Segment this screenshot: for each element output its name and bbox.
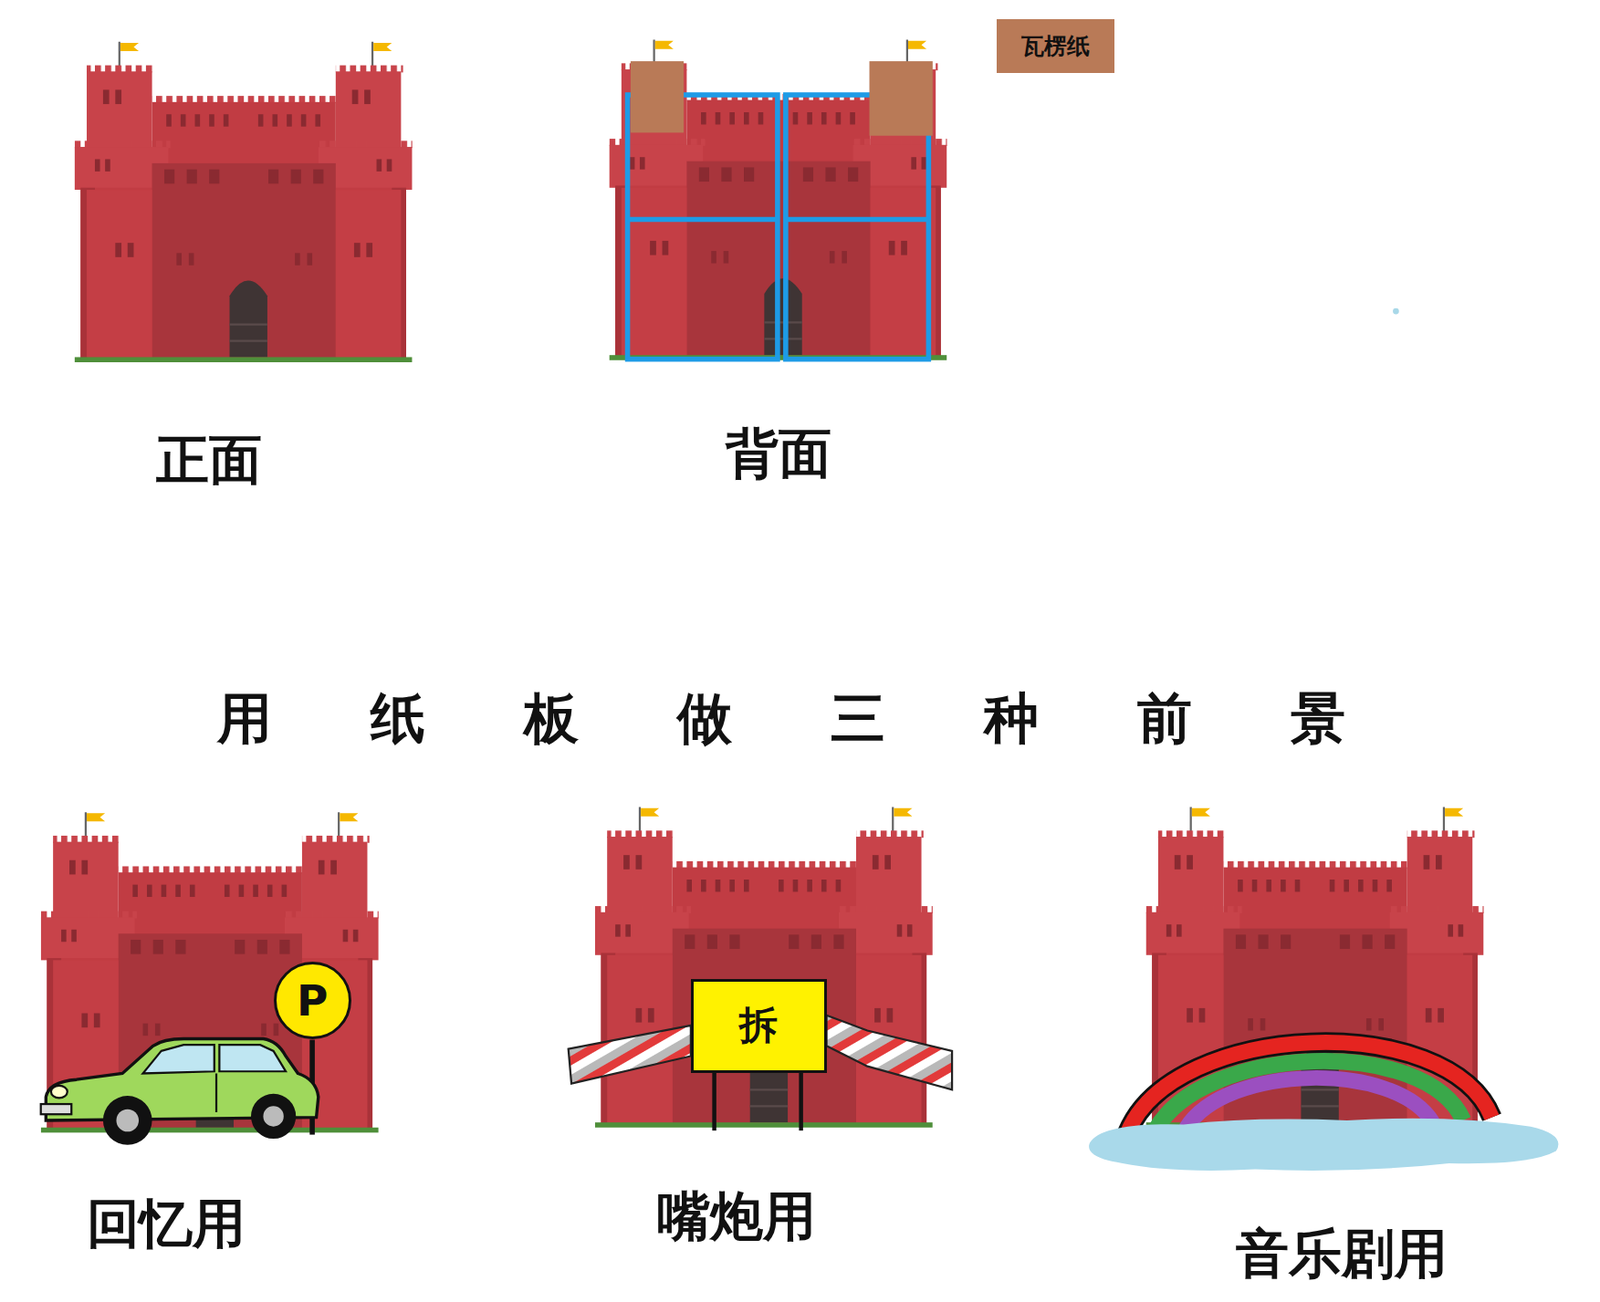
car-window xyxy=(219,1045,286,1072)
car-hub xyxy=(115,1109,139,1133)
car-window xyxy=(143,1045,215,1074)
material-tag: 瓦楞纸 xyxy=(996,19,1115,74)
node-text: 瓦楞纸 xyxy=(1021,33,1090,59)
title: 用纸板做三种前景 xyxy=(217,688,1444,749)
cut-line xyxy=(785,217,930,223)
cut-frame xyxy=(627,94,778,360)
caption-label: 音乐剧用 xyxy=(1235,1225,1448,1285)
car-headlight xyxy=(51,1086,68,1099)
car-wheel xyxy=(250,1094,296,1140)
cardboard-patch xyxy=(869,61,933,136)
caption-label: 回忆用 xyxy=(86,1195,246,1255)
castle-back xyxy=(608,40,948,361)
warning-tape xyxy=(568,1025,691,1085)
car-hub xyxy=(262,1106,283,1127)
caption-label: 背面 xyxy=(725,425,832,484)
node-text: P xyxy=(296,977,328,1025)
car-bumper xyxy=(41,1104,73,1115)
node-text: 拆 xyxy=(739,1004,778,1048)
caption-label: 嘴炮用 xyxy=(657,1188,816,1247)
warning-tape xyxy=(826,1015,953,1091)
sign-leg xyxy=(798,1071,803,1131)
car-door-line xyxy=(215,1073,218,1112)
castle xyxy=(595,807,934,1129)
caption-label: 正面 xyxy=(156,431,262,491)
car-wheel xyxy=(103,1096,153,1146)
castle-front xyxy=(74,41,414,363)
castle xyxy=(41,812,380,1133)
parking-sign: P xyxy=(273,962,352,1040)
water-puddle xyxy=(1088,1118,1559,1172)
cut-line xyxy=(627,217,778,223)
cardboard-patch xyxy=(630,61,684,133)
demolition-sign: 拆 xyxy=(690,979,827,1074)
sign-leg xyxy=(711,1071,716,1131)
dot xyxy=(1392,308,1400,315)
